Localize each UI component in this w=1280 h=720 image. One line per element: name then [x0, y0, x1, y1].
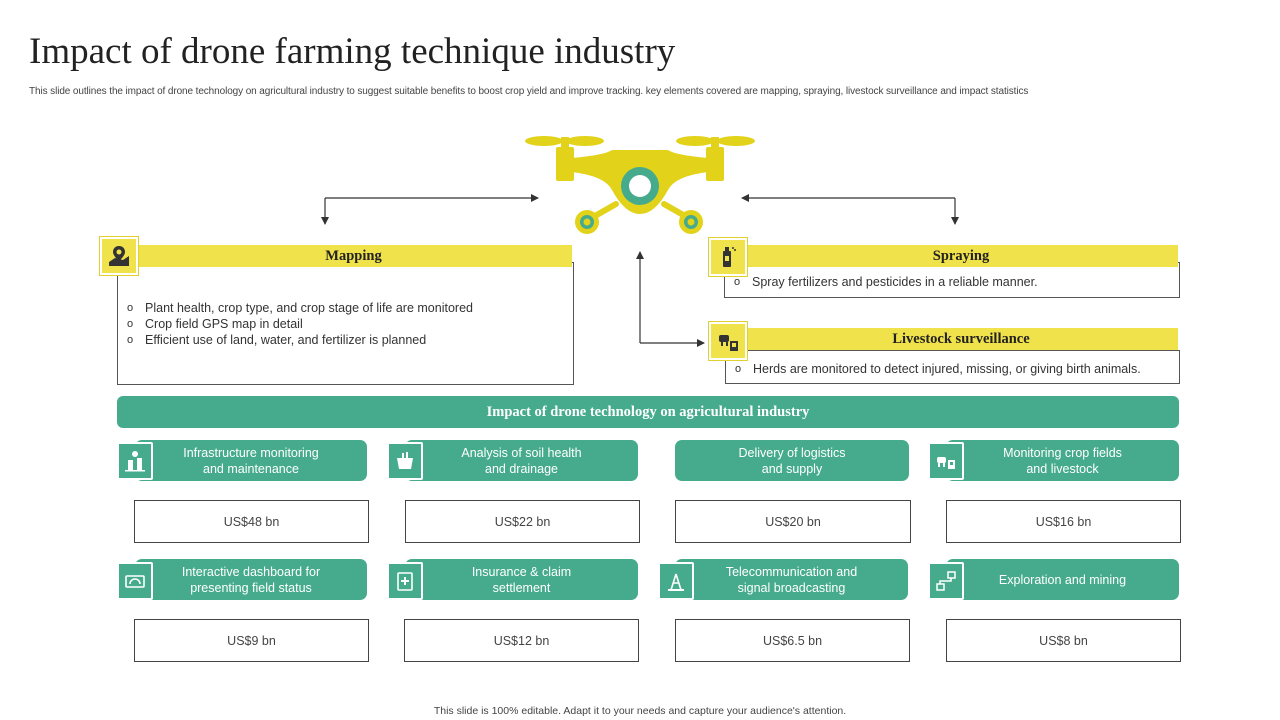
mapping-details-box: Plant health, crop type, and crop stage … — [117, 262, 574, 385]
page-title: Impact of drone farming technique indust… — [29, 31, 676, 72]
footer-note: This slide is 100% editable. Adapt it to… — [433, 705, 847, 717]
drone-diagram — [321, 136, 959, 347]
impact-value: US$12 bn — [404, 619, 639, 662]
soil-analysis-icon-box — [387, 442, 423, 480]
category-line: signal broadcasting — [737, 580, 846, 595]
category-line: and supply — [761, 461, 823, 476]
spraying-bullet: Spray fertilizers and pesticides in a re… — [725, 274, 1179, 290]
page-subtitle: This slide outlines the impact of drone … — [29, 86, 1029, 97]
impact-value: US$8 bn — [946, 619, 1181, 662]
category-line: Insurance & claim — [471, 564, 572, 579]
impact-value: US$9 bn — [134, 619, 369, 662]
mapping-title: Mapping — [135, 245, 572, 267]
category-line: Analysis of soil health — [461, 445, 582, 460]
livestock-bullet: Herds are monitored to detect injured, m… — [726, 361, 1179, 377]
livestock-icon-box — [709, 322, 747, 360]
category-line: Interactive dashboard for — [181, 564, 321, 579]
spraying-title: Spraying — [744, 245, 1178, 267]
livestock-details-box: Herds are monitored to detect injured, m… — [725, 350, 1180, 384]
category-line: Infrastructure monitoring — [183, 445, 319, 460]
crop-livestock-icon-box — [928, 442, 964, 480]
mapping-icon-box — [100, 237, 138, 275]
telecom-tower-icon — [668, 573, 684, 591]
impact-value: US$16 bn — [946, 500, 1181, 543]
category-line: and maintenance — [203, 461, 299, 476]
category-line: Telecommunication and — [725, 564, 858, 579]
map-pin-icon — [109, 246, 129, 266]
spraying-details-box: Spray fertilizers and pesticides in a re… — [724, 262, 1180, 298]
insurance-icon — [397, 572, 413, 591]
spraying-bullet-list: Spray fertilizers and pesticides in a re… — [725, 274, 1179, 290]
category-line: and drainage — [485, 461, 558, 476]
infrastructure-icon-box — [117, 442, 153, 480]
crop-livestock-icon — [937, 457, 955, 469]
drone-icon — [525, 136, 755, 234]
livestock-bullet-list: Herds are monitored to detect injured, m… — [726, 361, 1179, 377]
impact-value: US$6.5 bn — [675, 619, 910, 662]
mapping-bullet: Plant health, crop type, and crop stage … — [118, 300, 573, 316]
spraying-icon-box — [709, 238, 747, 276]
category-line: presenting field status — [190, 580, 312, 595]
connector-arrows — [321, 194, 959, 347]
impact-value: US$48 bn — [134, 500, 369, 543]
mapping-bullet-list: Plant health, crop type, and crop stage … — [118, 300, 573, 348]
telecom-icon-box — [658, 562, 694, 600]
mining-network-icon — [936, 571, 956, 591]
dashboard-icon — [125, 575, 145, 588]
category-line: and livestock — [1026, 461, 1099, 476]
impact-category-label: Exploration and mining — [946, 559, 1179, 600]
impact-value: US$20 bn — [675, 500, 911, 543]
category-line: Exploration and mining — [998, 572, 1127, 587]
livestock-monitor-icon — [719, 335, 738, 351]
insurance-icon-box — [387, 562, 423, 600]
dashboard-icon-box — [117, 562, 153, 600]
impact-value: US$22 bn — [405, 500, 640, 543]
soil-analysis-icon — [397, 452, 413, 469]
mining-icon-box — [928, 562, 964, 600]
impact-banner: Impact of drone technology on agricultur… — [117, 396, 1179, 428]
mapping-bullet: Crop field GPS map in detail — [118, 316, 573, 332]
mapping-bullet: Efficient use of land, water, and fertil… — [118, 332, 573, 348]
spray-bottle-icon — [723, 247, 736, 267]
category-line: Monitoring crop fields — [1003, 445, 1122, 460]
infrastructure-icon — [125, 451, 145, 472]
livestock-title: Livestock surveillance — [744, 328, 1178, 350]
category-line: Delivery of logistics — [738, 445, 846, 460]
category-line: settlement — [492, 580, 551, 595]
